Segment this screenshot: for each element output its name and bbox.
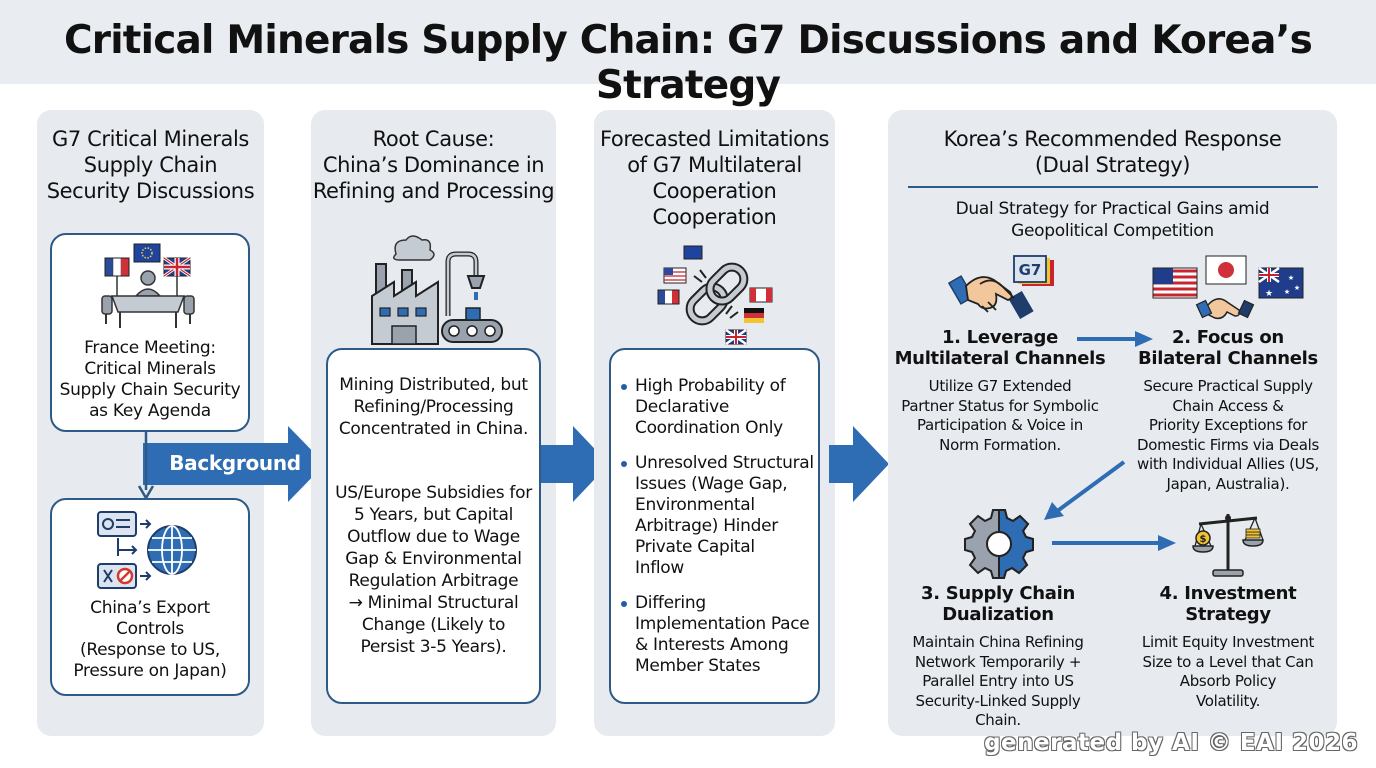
background-arrow-label: Background — [169, 451, 301, 475]
korea-response-title: Korea’s Recommended Response(Dual Strate… — [943, 127, 1282, 177]
arrow-step2-to-step3 — [1044, 460, 1126, 520]
arrow-limits-to-korea — [829, 426, 889, 502]
root-cause-card — [326, 348, 541, 704]
france-meeting-card — [50, 233, 250, 432]
page-title: Critical Minerals Supply Chain: G7 Discu… — [63, 18, 1313, 108]
scales-icon: $ — [1192, 514, 1264, 577]
background-arrow — [143, 426, 325, 502]
korea-response-panel — [888, 110, 1337, 736]
limitations-card — [609, 348, 820, 704]
title-bar — [0, 0, 1376, 84]
title-divider — [908, 186, 1318, 188]
arrow-step1-to-step2 — [1077, 331, 1153, 347]
down-connector-icon — [137, 432, 155, 501]
svg-text:★: ★ — [1284, 288, 1290, 296]
arrow-root-to-limits — [541, 426, 609, 502]
svg-text:★: ★ — [1288, 274, 1294, 282]
export-controls-icon — [97, 511, 197, 589]
svg-text:★: ★ — [1265, 289, 1273, 299]
broken-chain-icon — [657, 245, 773, 346]
handshake-g7-icon: G7 — [947, 255, 1054, 320]
meeting-table-icon — [101, 243, 195, 328]
arrow-step3-to-step4 — [1052, 535, 1176, 551]
svg-text:★: ★ — [1294, 284, 1300, 292]
svg-text:$: $ — [1200, 534, 1207, 545]
gear-icon — [964, 509, 1034, 579]
watermark: generated by AI © EAI 2026 — [984, 730, 1358, 756]
factory-icon — [371, 235, 503, 345]
bilateral-flags-icon: ★ ★ ★ ★ — [1152, 255, 1304, 320]
export-controls-card — [50, 498, 250, 696]
svg-text:G7: G7 — [1019, 261, 1042, 279]
